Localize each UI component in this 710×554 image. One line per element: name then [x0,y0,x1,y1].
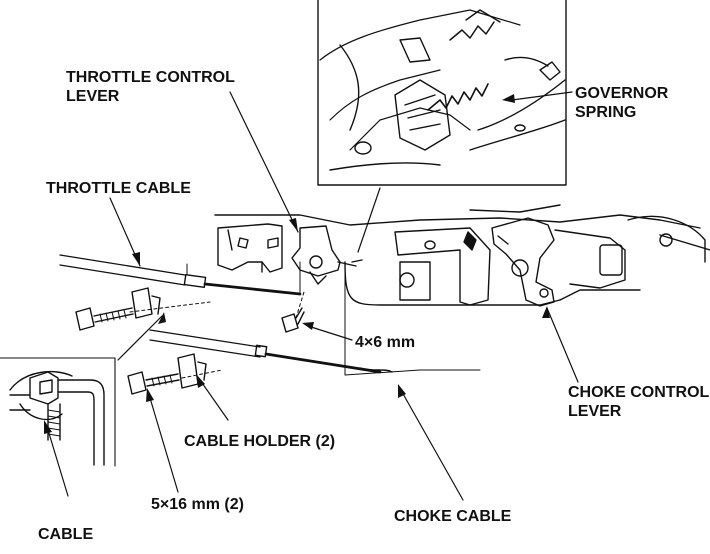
bolt-lower [127,371,180,395]
governor-spring-coil [427,83,489,111]
label-line: THROTTLE CONTROL [66,69,235,86]
label-line: CHOKE CONTROL [568,384,710,401]
throttle-cable [59,254,302,296]
bolt-4x6 [281,307,305,333]
throttle-lever [291,225,363,285]
cable-bracket [217,223,283,273]
carburetor-body [214,204,710,376]
bolt-upper [75,307,134,331]
leader-lines [47,91,579,501]
cable-holder-label: CABLE HOLDER (2) [184,433,336,450]
governor-spring-label: GOVERNOR SPRING [575,84,668,122]
bolt-5x16-label: 5×16 mm (2) [151,496,244,513]
cable-label: CABLE [38,526,94,543]
choke-lever [491,217,555,307]
label-line: LEVER [568,403,622,420]
governor-inset [317,0,567,186]
label-line: GOVERNOR [575,85,669,102]
choke-cable [149,329,393,374]
arrow-heads [44,94,550,434]
label-line: LEVER [66,88,120,105]
choke-control-lever-label: CHOKE CONTROL LEVER [568,383,709,421]
bolt-4x6-label: 4×6 mm [355,334,416,351]
cable-holder-upper [131,287,161,319]
throttle-cable-label: THROTTLE CABLE [46,180,191,197]
cable-detail-inset [0,357,116,467]
choke-cable-label: CHOKE CABLE [394,508,512,525]
throttle-control-lever-label: THROTTLE CONTROL LEVER [66,68,235,106]
label-line: SPRING [575,104,637,121]
